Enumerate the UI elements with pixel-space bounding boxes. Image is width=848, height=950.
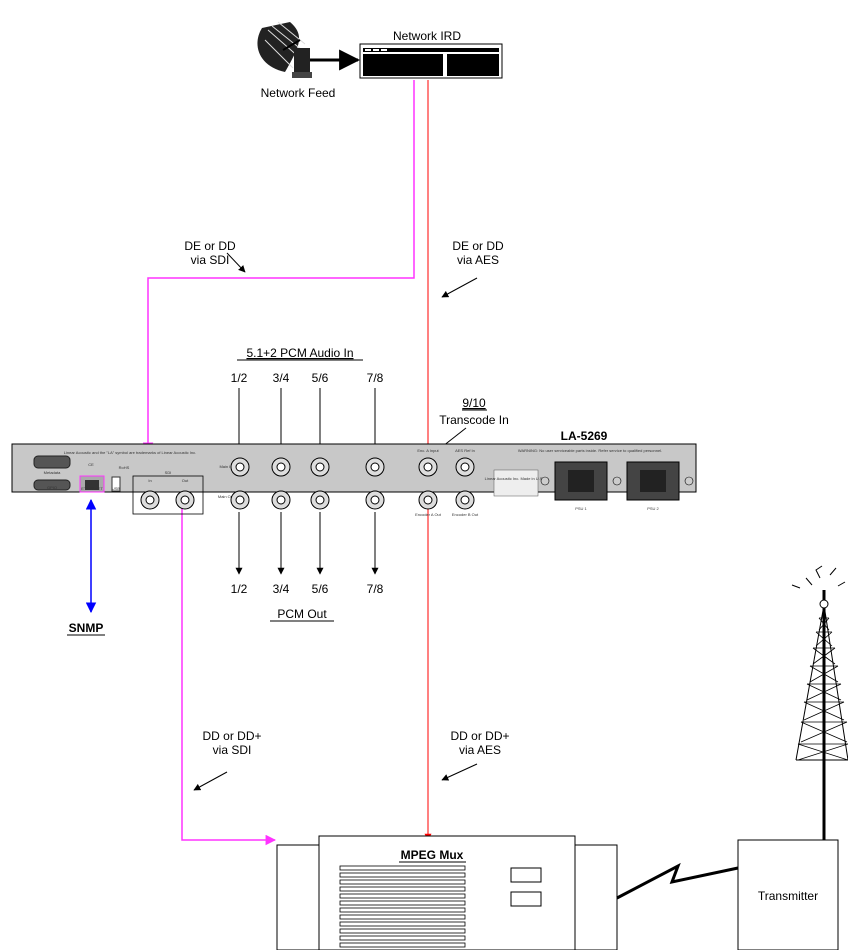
trademark-text: Linear Acoustic and the "LA" symbol are … — [64, 450, 196, 455]
sdi-out-label: Out — [182, 478, 189, 483]
dd-sdi-label-2: via SDI — [213, 743, 252, 757]
audio-out-34-label: 3/4 — [273, 582, 290, 596]
bnc-in-78 — [365, 457, 385, 477]
mpeg-mux-label: MPEG Mux — [401, 848, 464, 862]
dd-aes-label-2: via AES — [459, 743, 501, 757]
metadata-port-label: Metadata — [44, 470, 61, 475]
sdi-connector-group — [132, 475, 204, 515]
dd-aes-label-1: DD or DD+ — [450, 729, 509, 743]
network-ird-device — [359, 43, 503, 79]
network-ird-label: Network IRD — [393, 29, 461, 43]
audio-in-56-label: 5/6 — [312, 371, 329, 385]
main-in-label: Main In — [219, 464, 232, 469]
la5269-rear-panel: Metadata GPIO ETHERNET USB RoHS CE Linea… — [11, 443, 697, 517]
bnc-encoder-a-out — [418, 490, 438, 510]
bnc-sdi-out — [175, 490, 195, 510]
gpio-port — [33, 479, 71, 491]
network-feed-label: Network Feed — [261, 86, 336, 100]
snmp-label: SNMP — [69, 621, 104, 635]
transcode-in-label: Transcode In — [439, 413, 509, 427]
bnc-encoder-b-out — [455, 490, 475, 510]
bnc-out-56 — [310, 490, 330, 510]
transmitter-label: Transmitter — [758, 889, 818, 903]
bnc-enc-a-input — [418, 457, 438, 477]
de-dd-sdi-pointer — [226, 252, 246, 273]
sdi-in-label: In — [148, 478, 151, 483]
dd-sdi-path — [181, 488, 277, 846]
psu1-label: PSU 1 — [575, 506, 587, 511]
encoder-b-out-label: Encoder B Out — [452, 512, 479, 517]
broadcast-tower-icon — [791, 565, 848, 840]
de-dd-sdi-path — [142, 80, 415, 454]
encoder-a-out-label: Encoder A Out — [415, 512, 442, 517]
usb-label: USB — [112, 486, 121, 491]
audio-out-56-label: 5/6 — [312, 582, 329, 596]
de-dd-aes-label-1: DE or DD — [452, 239, 504, 253]
bnc-aes-ref-in — [455, 457, 475, 477]
metadata-port — [33, 455, 71, 469]
rf-link-icon — [616, 862, 739, 900]
dd-sdi-label-1: DD or DD+ — [202, 729, 261, 743]
bnc-in-56 — [310, 457, 330, 477]
mpeg-mux-slot-2 — [510, 891, 542, 907]
ce-mark: CE — [88, 462, 94, 467]
de-dd-aes-pointer — [441, 277, 478, 298]
made-in-label: Linear Acoustic Inc. Made in U.S.A. — [485, 476, 548, 481]
mpeg-mux-vents — [339, 865, 466, 948]
mpeg-mux-slot-1 — [510, 867, 542, 883]
enc-a-input-label: Enc. A Input — [417, 448, 439, 453]
satellite-dish-icon — [257, 21, 312, 78]
psu1-screw-right — [612, 476, 622, 486]
pcm-audio-in-label: 5.1+2 PCM Audio In — [246, 346, 353, 360]
bnc-in-34 — [271, 457, 291, 477]
transcode-910-label: 9/10 — [462, 396, 486, 410]
transmitter-box — [737, 839, 839, 950]
mpeg-mux-device — [276, 835, 618, 950]
dd-sdi-pointer — [193, 771, 228, 791]
device-name-label: LA-5269 — [561, 429, 608, 443]
bnc-sdi-in — [140, 490, 160, 510]
bnc-in-12 — [230, 457, 250, 477]
psu2-screw-right — [684, 476, 694, 486]
audio-in-12-label: 1/2 — [231, 371, 248, 385]
de-dd-sdi-label-1: DE or DD — [184, 239, 236, 253]
made-in-plate — [493, 469, 539, 497]
bnc-out-12 — [230, 490, 250, 510]
gpio-port-label: GPIO — [47, 485, 57, 490]
audio-out-78-label: 7/8 — [367, 582, 384, 596]
bnc-out-78 — [365, 490, 385, 510]
usb-port — [111, 476, 121, 492]
de-dd-sdi-label-2: via SDI — [191, 253, 230, 267]
de-dd-aes-label-2: via AES — [457, 253, 499, 267]
pcm-out-label: PCM Out — [277, 607, 327, 621]
main-out-label: Main Out — [218, 494, 235, 499]
warning-text: WARNING: No user serviceable parts insid… — [518, 448, 662, 453]
bnc-out-34 — [271, 490, 291, 510]
aes-ref-in-label: AES Ref In — [455, 448, 475, 453]
ethernet-label: ETHERNET — [81, 486, 103, 491]
audio-in-78-label: 7/8 — [367, 371, 384, 385]
dd-aes-pointer — [441, 763, 478, 781]
audio-in-34-label: 3/4 — [273, 371, 290, 385]
audio-out-12-label: 1/2 — [231, 582, 248, 596]
psu1-screw-left — [540, 476, 550, 486]
psu2-label: PSU 2 — [647, 506, 659, 511]
rohs-label: RoHS — [119, 465, 130, 470]
sdi-label: SDI — [165, 470, 172, 475]
